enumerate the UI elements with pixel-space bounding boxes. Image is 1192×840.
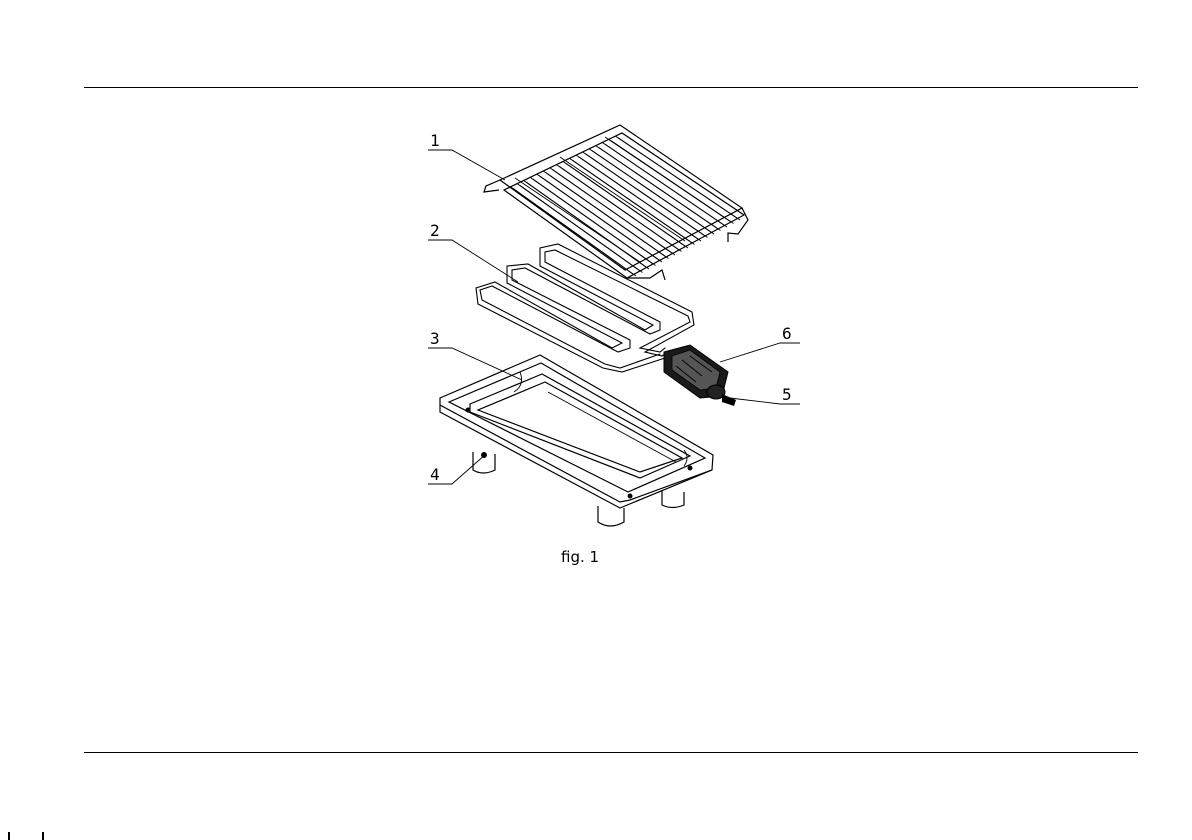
figure-caption: fig. 1 (561, 548, 599, 566)
rack-bar (546, 173, 669, 259)
leader-lines (428, 150, 800, 484)
tray-feet (473, 452, 684, 526)
rack-bar (552, 169, 675, 255)
footer-rule (84, 752, 1138, 753)
rack-bar (520, 185, 643, 272)
callout-1: 1 (430, 131, 440, 150)
callout-2: 2 (430, 221, 440, 240)
rack-bar (592, 150, 714, 234)
callout-6: 6 (782, 324, 792, 343)
rack-bar (585, 154, 707, 238)
callout-5: 5 (782, 385, 792, 404)
rack-bar (533, 179, 656, 266)
callout-4: 4 (430, 465, 440, 484)
rack-bar (579, 157, 701, 241)
rack-bar (572, 160, 694, 245)
rack-bar (618, 138, 740, 220)
rack-bar (566, 163, 689, 248)
callout-3: 3 (430, 329, 440, 348)
rack-bar (539, 176, 662, 262)
rack-bar (598, 147, 720, 230)
grill-rack (484, 125, 748, 280)
control-unit (664, 345, 736, 406)
rack-bar (513, 188, 636, 276)
heating-element (476, 244, 694, 372)
corner-mark (42, 832, 44, 840)
corner-mark (8, 832, 10, 840)
rack-bar (559, 166, 682, 251)
